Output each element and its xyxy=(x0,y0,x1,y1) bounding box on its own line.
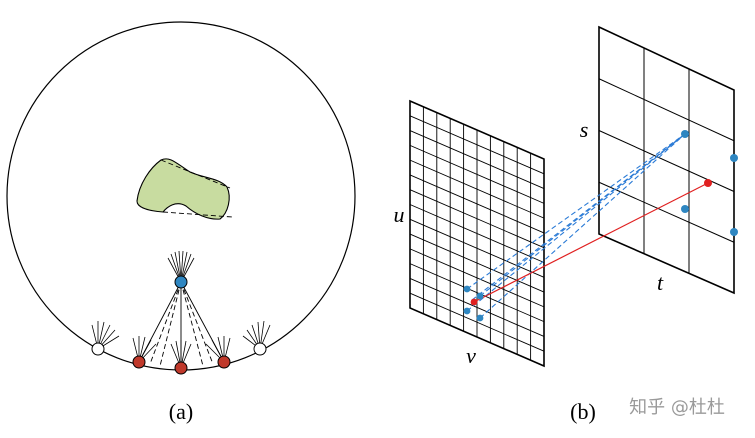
uv-grid xyxy=(409,106,545,361)
panel-b: u v s t (b) xyxy=(394,25,738,424)
grid-line-horizontal xyxy=(598,181,735,243)
camera-rays xyxy=(138,281,225,368)
grid-line-horizontal xyxy=(409,174,545,234)
label-u: u xyxy=(394,202,405,227)
grid-line-horizontal xyxy=(409,248,545,308)
st-sample-4 xyxy=(730,228,738,236)
uv-plane xyxy=(409,99,545,368)
interpolation-rays xyxy=(466,133,686,319)
uv-sample-1 xyxy=(463,285,471,293)
caption-b: (b) xyxy=(570,399,596,424)
uv-sample-4 xyxy=(476,314,484,322)
watermark: 知乎 @杜杜 xyxy=(629,397,725,418)
uv-sample-2 xyxy=(476,292,484,300)
label-v: v xyxy=(466,343,476,368)
grid-line-horizontal xyxy=(409,144,545,204)
camera-white-right xyxy=(253,342,267,356)
object-tangent-lines xyxy=(160,159,233,218)
grid-line-horizontal xyxy=(409,233,545,293)
camera-red-3 xyxy=(217,355,231,369)
grid-line-horizontal xyxy=(409,218,545,278)
grid-line-horizontal xyxy=(409,130,545,189)
grid-line-horizontal xyxy=(409,292,545,352)
query-ray xyxy=(473,182,709,303)
scene-object xyxy=(136,158,230,220)
camera-red-2 xyxy=(174,361,188,375)
grid-line-horizontal xyxy=(598,78,735,142)
st-sample-1 xyxy=(681,130,689,138)
st-plane xyxy=(598,25,735,295)
grid-line-horizontal xyxy=(409,189,545,249)
grid-line-horizontal xyxy=(409,263,545,323)
uv-sample-3 xyxy=(463,307,471,315)
uv-query-point xyxy=(470,298,478,306)
camera-red-1 xyxy=(132,355,146,369)
camera-blue xyxy=(174,275,188,289)
camera-white-left xyxy=(91,342,105,356)
caption-a: (a) xyxy=(169,399,193,424)
grid-line-horizontal xyxy=(409,159,545,219)
grid-line-horizontal xyxy=(409,204,545,263)
panel-a: (a) xyxy=(6,21,356,424)
label-s: s xyxy=(580,117,589,142)
st-query-point xyxy=(704,179,712,187)
label-t: t xyxy=(657,270,664,295)
st-sample-3 xyxy=(681,205,689,213)
grid-line-horizontal xyxy=(409,115,545,175)
grid-line-horizontal xyxy=(409,278,545,337)
st-sample-2 xyxy=(730,154,738,162)
